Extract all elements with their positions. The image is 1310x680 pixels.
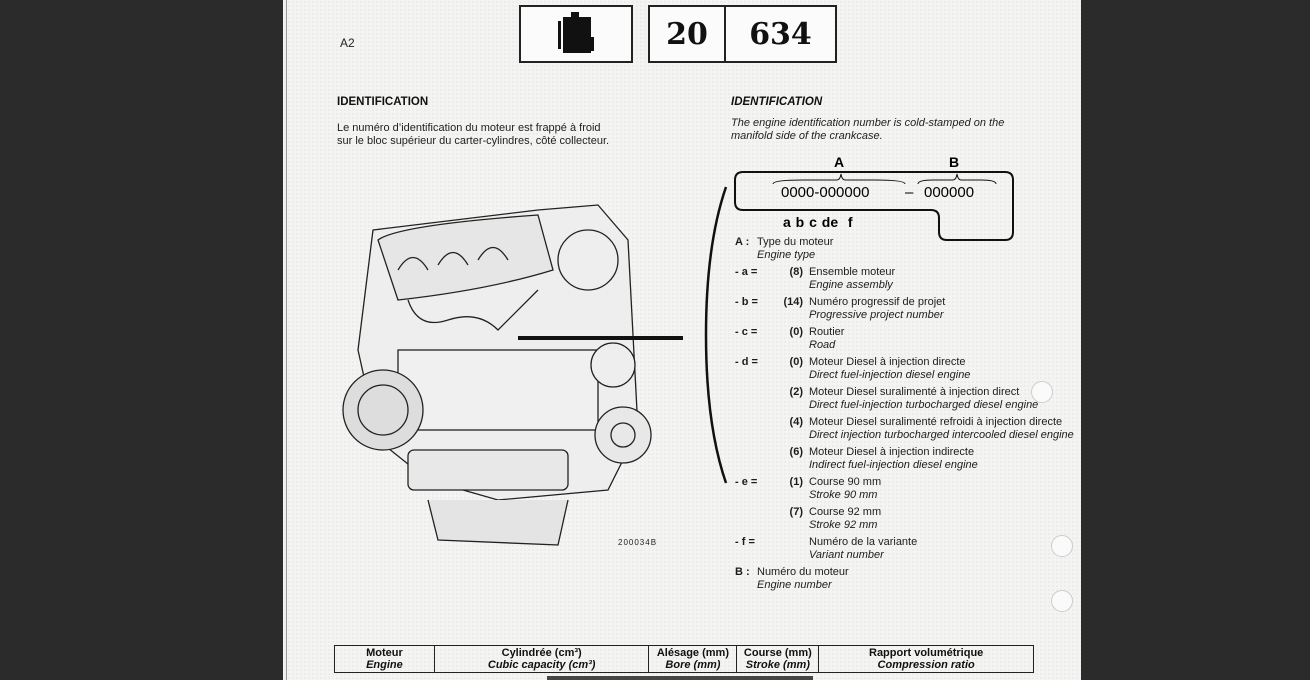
legend-code: [777, 536, 803, 562]
legend-key: - e =: [735, 476, 758, 488]
punch-hole: [1051, 590, 1073, 612]
label-b: B: [949, 154, 960, 170]
legend-code: (14): [783, 296, 803, 308]
legend-code: (7): [789, 506, 803, 518]
fr-title: IDENTIFICATION: [337, 96, 429, 108]
legend-key: [735, 446, 777, 472]
id-number-diagram: A B 0000-000000 – 000000 a b c de f: [733, 154, 1015, 241]
legend-key: [735, 386, 777, 412]
page-code: A2: [340, 36, 355, 50]
legend-code: (0): [789, 326, 803, 338]
figure-ref: 200034B: [618, 538, 658, 547]
fr-text-2: sur le bloc supérieur du carter-cylindre…: [337, 135, 610, 147]
legend-text: Moteur Diesel suralimenté refroidi à inj…: [809, 416, 1074, 441]
legend-key: - c =: [735, 326, 758, 338]
section-number: 20: [648, 5, 726, 63]
fr-text-1: Le numéro d’identification du moteur est…: [337, 122, 601, 134]
legend-code: (4): [789, 416, 803, 428]
page-number: 634: [724, 5, 837, 63]
legend-key: - b =: [735, 296, 758, 308]
legend-item: (4) Moteur Diesel suralimenté refroidi à …: [735, 416, 1075, 442]
en-title: IDENTIFICATION: [731, 96, 823, 108]
engine-silhouette-icon: [519, 5, 633, 63]
code-b: 000000: [924, 184, 975, 201]
brace: [704, 186, 728, 484]
table-header-cell: Cylindrée (cm³)Cubic capacity (cm³): [433, 645, 650, 673]
code-dash: –: [905, 184, 914, 201]
punch-hole: [1031, 381, 1053, 403]
code-a: 0000-000000: [781, 184, 870, 201]
legend-key: A :: [735, 236, 750, 248]
legend-key: - f =: [735, 536, 755, 548]
legend-code: (0): [789, 356, 803, 368]
legend-text: Moteur Diesel suralimenté à injection di…: [809, 386, 1039, 411]
position-letters: a b c de f: [783, 214, 853, 230]
en-text-1: The engine identification number is cold…: [731, 117, 1005, 129]
legend-key: - a =: [735, 266, 758, 278]
legend-code: (8): [789, 266, 803, 278]
legend-key: - d =: [735, 356, 758, 368]
table-header-cell: Alésage (mm)Bore (mm): [648, 645, 738, 673]
legend-item: (2) Moteur Diesel suralimenté à injection…: [735, 386, 1075, 412]
legend-key: [735, 416, 777, 442]
punch-hole: [1051, 535, 1073, 557]
viewer-toolbar[interactable]: [547, 676, 813, 680]
label-a: A: [834, 154, 845, 170]
legend-code: (2): [789, 386, 803, 398]
legend-item: - d = (0) Moteur Diesel à injection direct…: [735, 356, 1075, 382]
en-text-2: manifold side of the crankcase.: [731, 130, 883, 142]
legend-key: B :: [735, 566, 750, 578]
table-header-cell: Course (mm)Stroke (mm): [736, 645, 820, 673]
legend-code: (6): [789, 446, 803, 458]
engine-illustration: [342, 204, 683, 546]
legend-key: [735, 506, 777, 532]
document-page: A2 20 634 IDENTIFICATION Le numéro d’ide…: [283, 0, 1081, 680]
legend-code: (1): [789, 476, 803, 488]
